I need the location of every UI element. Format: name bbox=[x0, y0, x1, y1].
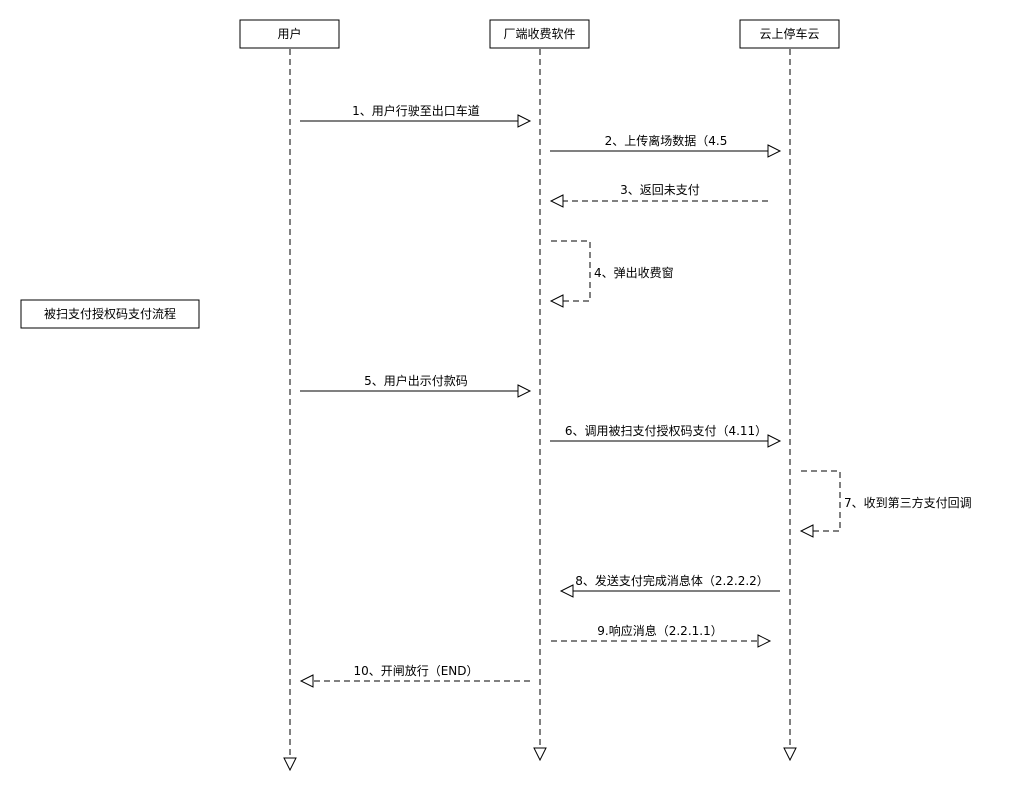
message-1-label: 1、用户行驶至出口车道 bbox=[352, 103, 480, 118]
arrow-right-icon bbox=[757, 634, 772, 648]
message-3-label: 3、返回未支付 bbox=[620, 183, 700, 197]
message-9: 9.响应消息（2.2.1.1） bbox=[551, 623, 772, 648]
message-7: 7、收到第三方支付回调 bbox=[799, 470, 972, 538]
lifeline-end-arrow-user bbox=[283, 757, 297, 772]
actor-label-client: 厂端收费软件 bbox=[503, 27, 575, 41]
lifeline-end-arrow-cloud bbox=[783, 747, 797, 762]
flow-title-note: 被扫支付授权码支付流程 bbox=[20, 299, 200, 329]
arrow-right-icon bbox=[767, 434, 782, 448]
actor-user: 用户 bbox=[239, 19, 340, 49]
message-1: 1、用户行驶至出口车道 bbox=[300, 103, 532, 128]
arrow-right-icon bbox=[517, 384, 532, 398]
arrow-right-icon bbox=[767, 144, 782, 158]
message-6-label: 6、调用被扫支付授权码支付（4.11） bbox=[565, 423, 767, 438]
lifeline-end-arrow-client bbox=[533, 747, 547, 762]
actor-label-cloud: 云上停车云 bbox=[759, 26, 819, 41]
message-2-label: 2、上传离场数据（4.5 bbox=[605, 133, 728, 148]
message-8-label: 8、发送支付完成消息体（2.2.2.2） bbox=[575, 573, 769, 588]
actor-cloud: 云上停车云 bbox=[739, 19, 840, 49]
arrow-left-icon bbox=[299, 674, 314, 688]
message-3: 3、返回未支付 bbox=[549, 183, 768, 208]
message-2: 2、上传离场数据（4.5 bbox=[550, 133, 782, 158]
message-5-label: 5、用户出示付款码 bbox=[364, 373, 468, 388]
message-8: 8、发送支付完成消息体（2.2.2.2） bbox=[559, 573, 780, 598]
arrow-left-icon bbox=[549, 294, 564, 308]
message-5: 5、用户出示付款码 bbox=[300, 373, 532, 398]
arrow-left-icon bbox=[559, 584, 574, 598]
message-4-label: 4、弹出收费窗 bbox=[594, 266, 674, 280]
message-10: 10、开闸放行（END） bbox=[299, 663, 530, 688]
actor-label-user: 用户 bbox=[277, 26, 301, 41]
arrow-left-icon bbox=[799, 524, 814, 538]
message-9-label: 9.响应消息（2.2.1.1） bbox=[597, 623, 722, 638]
message-10-label: 10、开闸放行（END） bbox=[353, 663, 478, 678]
actor-client: 厂端收费软件 bbox=[489, 19, 590, 49]
message-7-label: 7、收到第三方支付回调 bbox=[844, 495, 972, 510]
message-4: 4、弹出收费窗 bbox=[549, 240, 674, 308]
arrow-right-icon bbox=[517, 114, 532, 128]
flow-title-note-label: 被扫支付授权码支付流程 bbox=[44, 306, 176, 321]
message-6: 6、调用被扫支付授权码支付（4.11） bbox=[550, 423, 782, 448]
arrow-left-icon bbox=[549, 194, 564, 208]
